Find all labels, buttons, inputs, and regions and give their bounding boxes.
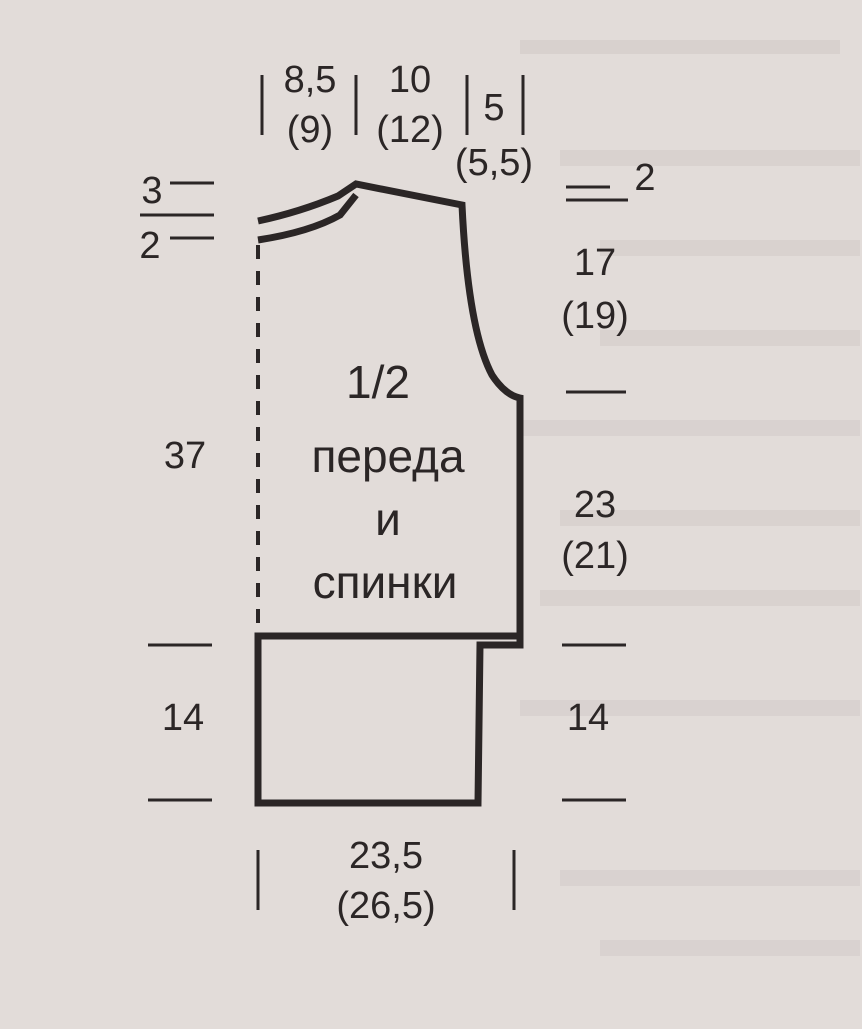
background-bleed-through [520,40,860,956]
left-hem-height-label: 14 [162,697,204,739]
armhole-height-alt: (19) [561,295,629,337]
bottom-width-alt: (26,5) [336,885,435,927]
armhole-height-value: 17 [574,242,616,284]
top-width-ticks [260,75,525,135]
piece-outline [254,180,524,807]
piece-title-line-1: 1/2 [346,356,410,408]
top-width-2-alt: (12) [376,109,444,151]
right-hem-height-label: 14 [567,697,609,739]
neck-back-drop-label: 2 [139,225,160,267]
piece-title-line-4: спинки [313,556,458,608]
left-neck-ticks [140,181,214,240]
top-width-2-value: 10 [389,59,431,101]
top-width-1-alt: (9) [287,109,333,151]
bottom-width-value: 23,5 [349,835,423,877]
shoulder-slope-label: 2 [634,157,655,199]
piece-title-line-3: и [375,493,401,545]
side-height-value: 23 [574,484,616,526]
piece-title-line-2: переда [311,430,464,482]
back-neckline [257,192,359,244]
body-height-label: 37 [164,435,206,477]
top-width-1-value: 8,5 [284,59,337,101]
top-width-3-value: 5 [483,87,504,129]
right-shoulder-ticks [566,185,628,202]
side-height-alt: (21) [561,535,629,577]
top-width-3-alt: (5,5) [455,142,533,184]
neck-front-drop-label: 3 [141,170,162,212]
